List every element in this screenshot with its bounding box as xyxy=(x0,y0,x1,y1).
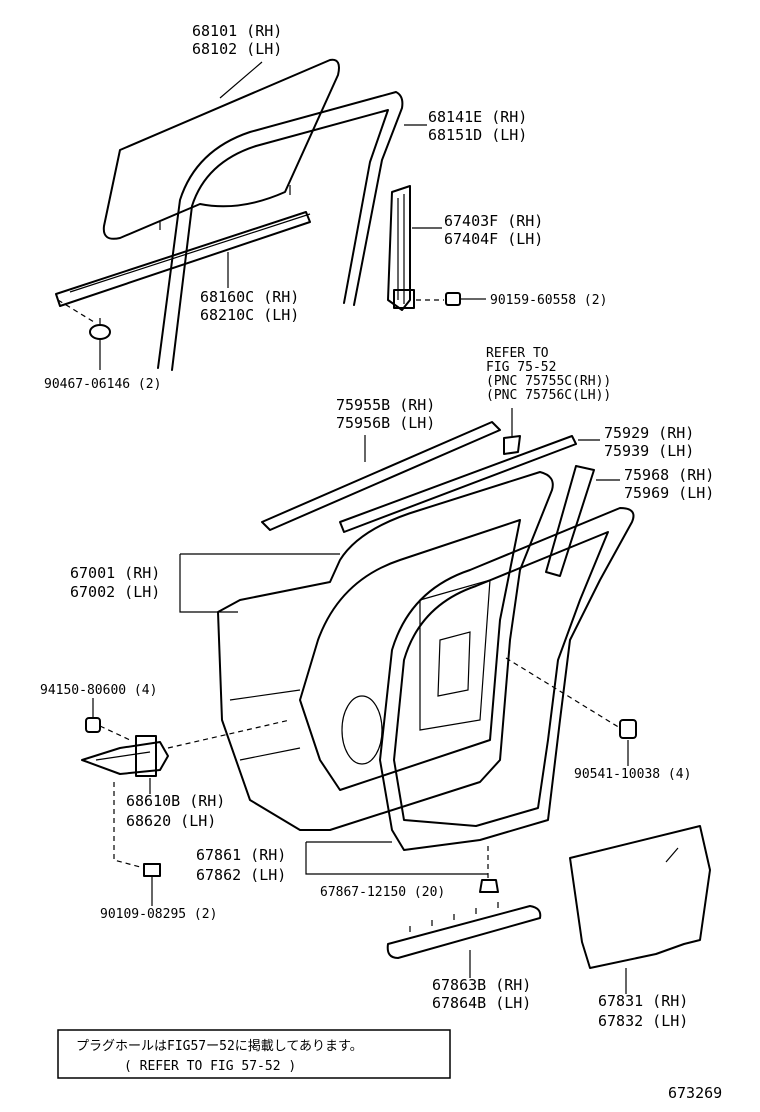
label-ws-rh: 67861 (RH) xyxy=(196,846,286,864)
label-weather-b-lh: 75969 (LH) xyxy=(624,484,714,502)
label-refer-2: FIG 75-52 xyxy=(486,360,556,375)
weatherstrip-75968 xyxy=(545,465,595,577)
label-cover-rh: 67831 (RH) xyxy=(598,992,688,1010)
label-cover-lh: 67832 (LH) xyxy=(598,1012,688,1030)
label-clip-ws: 67867-12150 (20) xyxy=(320,885,445,900)
weatherstrip-75929 xyxy=(339,435,577,533)
label-belt-rh: 68160C (RH) xyxy=(200,288,299,306)
clip-ws-icon xyxy=(479,879,499,893)
figure-id: 673269 xyxy=(668,1084,722,1102)
note-box xyxy=(57,1029,451,1079)
label-sash-lh: 67404F (LH) xyxy=(444,230,543,248)
label-weather-a-rh: 75929 (RH) xyxy=(604,424,694,442)
label-bolt-hinge: 90109-08295 (2) xyxy=(100,907,217,922)
door-panel xyxy=(217,471,554,831)
label-moulding-lh: 75956B (LH) xyxy=(336,414,435,432)
label-hinge-rh: 68610B (RH) xyxy=(126,792,225,810)
label-weather-a-lh: 75939 (LH) xyxy=(604,442,694,460)
scuff-plate xyxy=(386,902,542,959)
label-glass-lh: 68102 (LH) xyxy=(192,40,282,58)
label-door-rh: 67001 (RH) xyxy=(70,564,160,582)
belt-weatherstrip-inner xyxy=(55,211,311,307)
label-hinge-lh: 68620 (LH) xyxy=(126,812,216,830)
label-screw-sash: 90159-60558 (2) xyxy=(490,293,607,308)
label-refer-3: (PNC 75755C(RH)) xyxy=(486,374,611,389)
label-scuff-rh: 67863B (RH) xyxy=(432,976,531,994)
clip-belt-icon xyxy=(89,318,111,340)
label-nut-right: 90541-10038 (4) xyxy=(574,767,691,782)
label-sash-rh: 67403F (RH) xyxy=(444,212,543,230)
label-weather-b-rh: 75968 (RH) xyxy=(624,466,714,484)
label-clip-belt: 90467-06146 (2) xyxy=(44,377,161,392)
belt-moulding-outer xyxy=(261,421,501,531)
note-en: ( REFER TO FIG 57-52 ) xyxy=(124,1059,296,1074)
nut-hinge-icon xyxy=(85,717,101,733)
screw-sash-icon xyxy=(445,292,470,306)
label-run-lh: 68151D (LH) xyxy=(428,126,527,144)
label-belt-lh: 68210C (LH) xyxy=(200,306,299,324)
label-ws-lh: 67862 (LH) xyxy=(196,866,286,884)
hinge xyxy=(81,735,169,777)
label-nut-hinge: 94150-80600 (4) xyxy=(40,683,157,698)
pnc-part xyxy=(503,408,521,455)
label-scuff-lh: 67864B (LH) xyxy=(432,994,531,1012)
label-run-rh: 68141E (RH) xyxy=(428,108,527,126)
service-hole-cover xyxy=(569,825,711,969)
label-moulding-rh: 75955B (RH) xyxy=(336,396,435,414)
note-jp: プラグホールはFIG57ー52に掲載してあります。 xyxy=(76,1038,363,1054)
label-glass-rh: 68101 (RH) xyxy=(192,22,282,40)
label-refer-4: (PNC 75756C(LH)) xyxy=(486,388,611,403)
door-weatherstrip xyxy=(379,507,635,851)
glass-run xyxy=(157,91,404,371)
bolt-hinge-icon xyxy=(143,863,161,888)
nut-right-icon xyxy=(619,719,637,739)
label-door-lh: 67002 (LH) xyxy=(70,583,160,601)
rear-sash xyxy=(387,185,415,311)
label-refer-1: REFER TO xyxy=(486,346,549,361)
door-glass xyxy=(102,58,340,240)
